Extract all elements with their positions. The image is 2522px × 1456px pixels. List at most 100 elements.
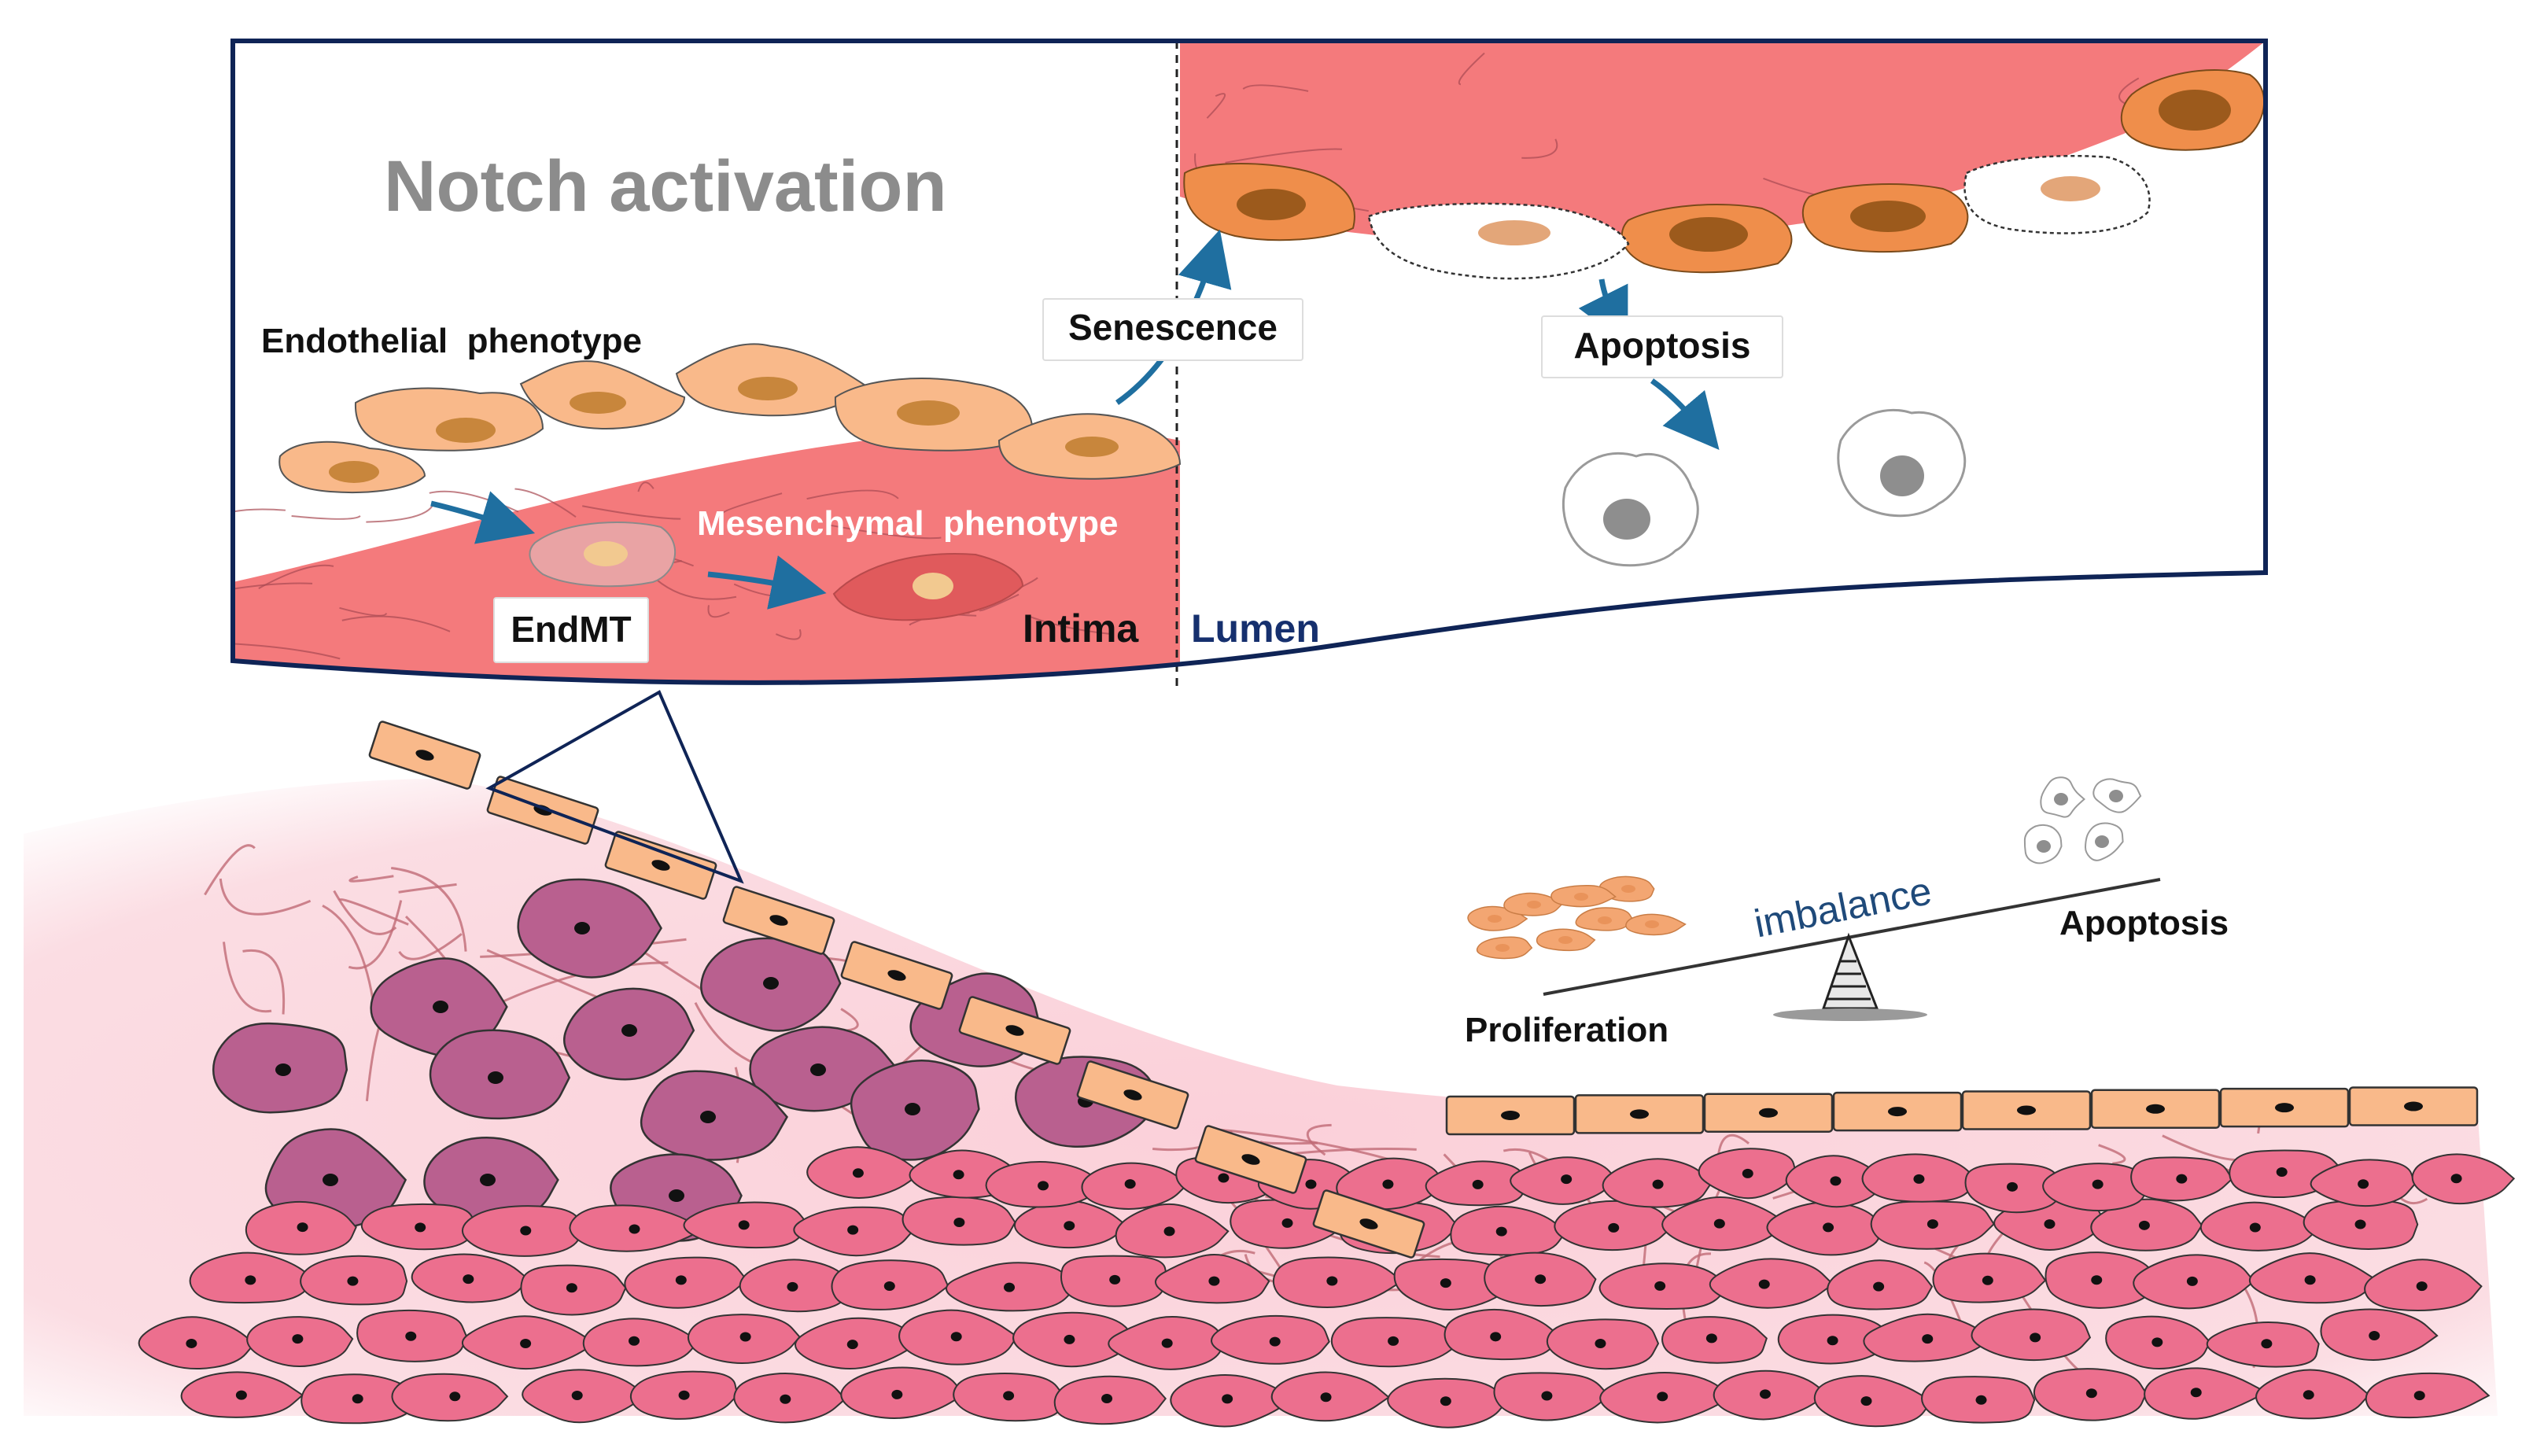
smooth-muscle-cell bbox=[1450, 1205, 1568, 1256]
smooth-muscle-cell bbox=[1444, 1308, 1562, 1361]
cell-nucleus bbox=[1382, 1179, 1394, 1189]
endothelial-cell bbox=[1832, 1091, 1963, 1132]
elastic-fiber bbox=[333, 890, 397, 935]
endothelial-cell bbox=[1703, 1093, 1834, 1133]
cell-nucleus bbox=[846, 1340, 858, 1350]
cell-nucleus bbox=[2413, 1391, 2425, 1401]
cell-nucleus bbox=[1758, 1279, 1770, 1289]
cell-nucleus bbox=[186, 1338, 197, 1348]
cell-nucleus bbox=[2092, 1179, 2104, 1189]
elastic-fiber bbox=[391, 867, 467, 952]
intima-fiber bbox=[650, 573, 737, 600]
cell-nucleus bbox=[520, 1338, 532, 1348]
smooth-muscle-cell bbox=[582, 1318, 701, 1367]
cell-nucleus bbox=[1495, 944, 1510, 952]
intima-label: Intima bbox=[1023, 606, 1139, 651]
cell-nucleus bbox=[449, 1391, 461, 1402]
senescence-label: Senescence bbox=[1068, 307, 1278, 348]
intima-fiber bbox=[806, 489, 899, 500]
cell-nucleus bbox=[574, 922, 590, 934]
apoptosis-balance-label: Apoptosis bbox=[2059, 904, 2229, 942]
smooth-muscle-cell bbox=[2144, 1367, 2269, 1420]
arrow-apoptosis-to-bodies bbox=[1650, 378, 1720, 451]
arrow-to-mesenchymal bbox=[707, 555, 827, 610]
cell-nucleus bbox=[1654, 1281, 1666, 1291]
smooth-muscle-cell bbox=[1709, 1258, 1834, 1309]
cell-nucleus bbox=[1598, 916, 1612, 924]
cell-nucleus bbox=[1759, 1389, 1771, 1399]
cell-nucleus bbox=[780, 1394, 791, 1404]
cell-nucleus bbox=[738, 1220, 750, 1230]
cell-nucleus bbox=[1541, 1391, 1553, 1401]
vessel-wall-tissue bbox=[24, 721, 2516, 1428]
cell-nucleus bbox=[2275, 1103, 2294, 1113]
cell-nucleus bbox=[1705, 1333, 1717, 1344]
intima-fiber bbox=[233, 642, 341, 660]
endmt-label: EndMT bbox=[511, 609, 631, 650]
senescent-cells bbox=[1183, 69, 2265, 274]
cell-nucleus bbox=[1823, 1222, 1834, 1233]
cell-nucleus bbox=[1326, 1276, 1338, 1286]
cell-nucleus bbox=[235, 1390, 247, 1400]
cell-nucleus bbox=[2044, 1219, 2056, 1229]
intima-fiber bbox=[341, 615, 451, 632]
smooth-muscle-cell bbox=[806, 1146, 923, 1199]
cell-nucleus bbox=[675, 1275, 687, 1285]
cell-nucleus bbox=[1124, 1179, 1136, 1189]
cell-nucleus bbox=[1269, 1336, 1281, 1347]
cell-nucleus bbox=[1161, 1338, 1173, 1348]
smooth-muscle-cell bbox=[1813, 1375, 1933, 1428]
intima-fiber bbox=[514, 488, 577, 518]
endothelial-cell bbox=[722, 886, 835, 955]
cell-nucleus bbox=[2138, 1220, 2150, 1230]
cell-nucleus bbox=[700, 1111, 716, 1123]
endothelial-cells bbox=[278, 343, 1182, 493]
mesenchymal-cell bbox=[832, 553, 1024, 621]
cell-nucleus bbox=[2095, 835, 2109, 848]
cell-nucleus bbox=[1574, 893, 1588, 901]
cell-nucleus bbox=[1630, 1109, 1649, 1119]
cell-nucleus bbox=[651, 860, 670, 871]
cell-nucleus bbox=[1038, 1181, 1049, 1191]
cell-nucleus bbox=[887, 970, 906, 981]
cell-nucleus bbox=[2030, 1333, 2041, 1343]
elastic-fiber bbox=[242, 949, 286, 1015]
smooth-muscle-cell bbox=[2411, 1153, 2516, 1205]
cell-nucleus bbox=[415, 750, 434, 761]
cell-nucleus bbox=[1913, 1174, 1925, 1184]
cell-nucleus bbox=[1163, 1226, 1175, 1237]
endothelial-layer bbox=[368, 721, 2479, 1259]
cell-nucleus bbox=[463, 1274, 474, 1285]
intima-fiber bbox=[1521, 138, 1558, 159]
cell-nucleus bbox=[1495, 1226, 1507, 1237]
cell-nucleus bbox=[1608, 1222, 1620, 1233]
endothelial-cell bbox=[1574, 1094, 1705, 1134]
cell-nucleus bbox=[2261, 1339, 2273, 1349]
cell-nucleus bbox=[2358, 1179, 2369, 1189]
endothelial-cell bbox=[1312, 1189, 1425, 1259]
cell-nucleus bbox=[480, 1174, 496, 1186]
endothelial-cell bbox=[368, 721, 481, 790]
intima-fiber bbox=[1242, 84, 1309, 92]
intima-fiber bbox=[827, 524, 942, 540]
smooth-muscle-cell bbox=[522, 1369, 648, 1424]
imbalance-label: imbalance bbox=[1751, 868, 1935, 945]
cell-nucleus bbox=[275, 1063, 291, 1076]
elastic-fiber bbox=[398, 883, 457, 894]
cell-nucleus bbox=[1440, 1396, 1451, 1406]
cell-nucleus bbox=[2249, 1222, 2261, 1233]
cell-nucleus bbox=[669, 1189, 684, 1202]
cell-nucleus bbox=[1888, 1107, 1907, 1117]
cell-nucleus bbox=[739, 1332, 751, 1342]
cell-nucleus bbox=[1558, 936, 1573, 944]
intima-fiber bbox=[1225, 148, 1343, 164]
elastic-fiber bbox=[322, 904, 377, 1015]
cell-nucleus bbox=[1652, 1179, 1664, 1189]
cell-nucleus bbox=[566, 1283, 577, 1293]
intima-fiber bbox=[637, 481, 654, 492]
endothelial-cell bbox=[1961, 1090, 2092, 1130]
cell-nucleus bbox=[763, 977, 779, 990]
arrow-to-endmt bbox=[430, 491, 536, 544]
